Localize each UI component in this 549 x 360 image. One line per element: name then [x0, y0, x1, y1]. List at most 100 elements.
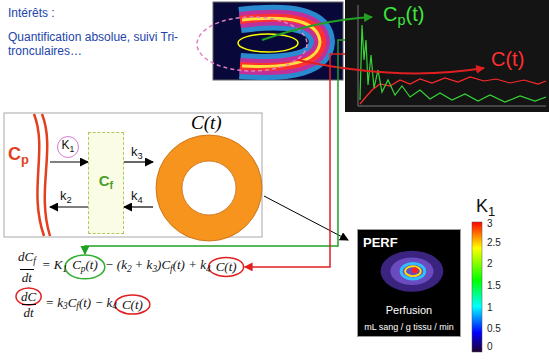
scale-tick-slot: 0.5: [487, 323, 501, 335]
blood-curve: [34, 114, 44, 236]
rate-constant: k: [131, 144, 138, 159]
denominator: dt: [20, 269, 34, 285]
equation-term-group: C(t): [117, 297, 148, 312]
scale-tick-group: 3: [487, 218, 493, 230]
equation-term: )C: [157, 257, 170, 272]
input-band: Cp: [6, 120, 50, 232]
roi-arrow: [262, 17, 372, 40]
scale-tick-group: 0: [487, 341, 493, 353]
equation: dCdt= k3Cf(t) − k4C(t): [18, 289, 148, 320]
rate-constant-group: k4: [131, 188, 143, 208]
ring-band: [169, 148, 249, 228]
equation-term: C: [72, 257, 81, 272]
rate-constant-group: K1: [62, 138, 75, 156]
scale-tick-slot: 3: [487, 218, 493, 230]
rate-constant-slot: k2: [60, 188, 72, 208]
heart-blob: [381, 251, 444, 292]
note-heading-slot: Intérêts :: [8, 6, 55, 20]
curve-label: p: [397, 12, 405, 28]
pet-image: [197, 2, 343, 80]
equation-term-group: = K1: [42, 257, 67, 277]
scale-tick-group: 1: [487, 302, 493, 314]
ring-edge: [156, 135, 262, 241]
rate-constant-slot: k4: [131, 188, 143, 208]
scale-tick-slot: 1: [487, 302, 493, 314]
scale-tick: 2.5: [487, 237, 501, 248]
time-activity-chart: [345, 0, 549, 112]
scale-tick: 2: [487, 258, 493, 269]
equation-term: 4: [112, 301, 117, 311]
equation-term: 3: [63, 301, 68, 311]
rate-constant-group: k2: [60, 188, 72, 208]
compartment-label-group: Cf: [99, 172, 113, 194]
curve-panel: Cp(t) C(t): [345, 0, 549, 112]
scale-tick-slot: 1.5: [487, 280, 501, 292]
text-slot: PERF: [363, 233, 398, 251]
heart-ring: [401, 263, 425, 279]
link-arrow: [85, 40, 345, 254]
equation-term: C: [68, 295, 77, 310]
equation-term-group: − (k2: [105, 257, 132, 277]
curve-label: (t): [405, 3, 424, 25]
text-slot: Cp: [8, 144, 29, 170]
equation-term-group: dC: [18, 289, 39, 304]
compartment-label: p: [21, 152, 29, 167]
curve-label-group: C(t): [491, 48, 524, 71]
scale-tick: 0.5: [487, 323, 501, 334]
note-text: Quantification absolue, suivi Tri-troncu…: [8, 30, 178, 58]
equation-term: dt: [22, 270, 32, 285]
equation-term: − (k: [105, 257, 127, 272]
text-slot: Perfusion: [358, 300, 460, 318]
denominator: dt: [22, 304, 36, 320]
rate-constant: 1: [70, 144, 75, 154]
text-slot: C(t): [191, 112, 222, 134]
highlight-circle: [209, 257, 244, 276]
equation-term: 4: [206, 264, 211, 274]
equation: dCfdt= K1Cp(t)− (k2+ k3)Cf(t) + k4C(t): [18, 249, 242, 285]
note-text-group: Quantification absolue, suivi Tri-troncu…: [8, 30, 178, 58]
compartment-label: C: [99, 172, 110, 189]
equation-term-group: dCf: [18, 249, 36, 269]
color-bar: [472, 222, 482, 352]
text-slot: K1: [58, 137, 78, 157]
rate-constant: 3: [138, 151, 143, 161]
equation-term: 3: [152, 264, 157, 274]
rate-constant: 2: [67, 195, 72, 205]
scale-tick-slot: 0: [487, 341, 493, 353]
curve-label: C: [383, 3, 397, 25]
model-frame: [4, 113, 262, 237]
equation-term: f: [170, 264, 173, 274]
scale-tick-group: 2.5: [487, 237, 501, 249]
scale-tick: 3: [487, 218, 493, 229]
equation-term-group: Cp(t): [67, 257, 103, 277]
equation-term: 1: [62, 264, 67, 274]
heart-ring: [405, 266, 421, 276]
text-slot: mL sang / g tissu / min: [358, 316, 460, 334]
link-arrow: [245, 54, 345, 267]
text-slot: C(t): [491, 48, 524, 71]
blood-curve: [42, 114, 50, 236]
equation-term: dt: [24, 305, 34, 320]
numerator: dCf: [18, 249, 36, 269]
tissue-ring: C(t): [153, 112, 265, 244]
fraction: dCfdt: [18, 249, 36, 285]
flow-arrow: [50, 206, 88, 207]
note-heading: Intérêts :: [8, 6, 55, 20]
equation-term: dC: [18, 249, 33, 264]
equation-term: = K: [42, 257, 63, 272]
heart-spot: [412, 267, 418, 273]
scale-tick-group: 0.5: [487, 323, 501, 335]
flow-arrow: [124, 206, 153, 207]
compartment-label: C: [8, 144, 21, 164]
equation-term: C(t): [216, 259, 237, 274]
numerator: dC: [18, 289, 39, 304]
equation-term: f: [33, 256, 36, 266]
equation-term: dC: [21, 289, 36, 304]
unit-label: mL sang / g tissu / min: [364, 322, 454, 332]
equation-term: 2: [127, 264, 132, 274]
highlight-circle: [16, 288, 41, 305]
rate-constant-slot: k3: [131, 144, 143, 164]
note-heading-group: Intérêts :: [8, 6, 55, 20]
equation-term: (t) + k: [173, 257, 206, 272]
